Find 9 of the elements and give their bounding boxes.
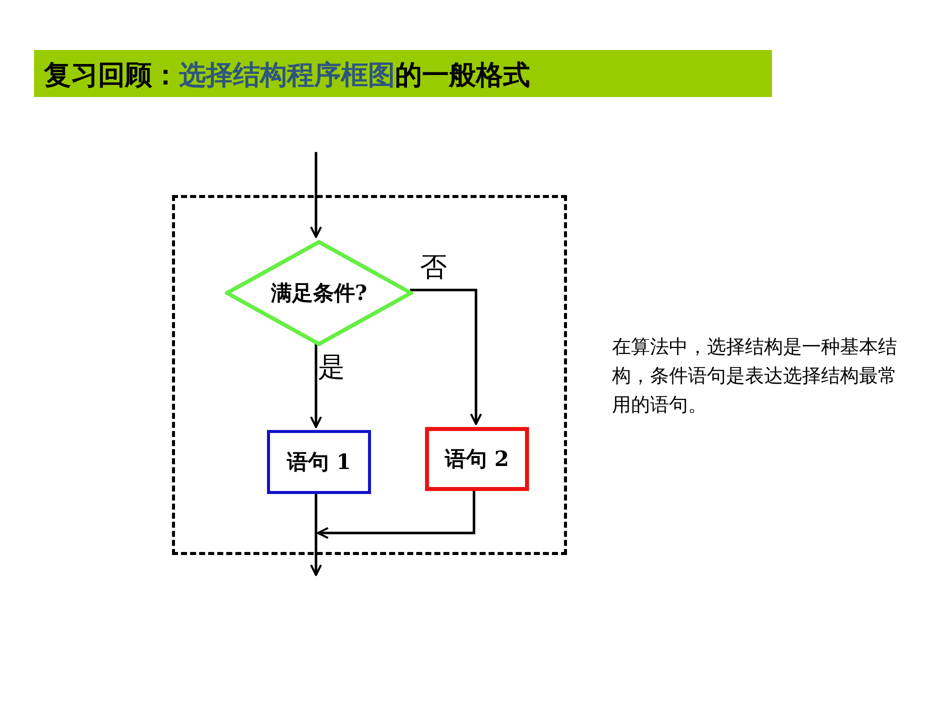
title-banner: 复习回顾：选择结构程序框图的一般格式 (34, 50, 772, 97)
arrow (310, 343, 322, 428)
arrow (310, 152, 322, 238)
note-text: 在算法中，选择结构是一种基本结构，条件语句是表达选择结构最常用的语句。 (612, 335, 898, 418)
decision-diamond: 满足条件? (225, 240, 413, 346)
process-box: 语句 2 (425, 427, 529, 491)
dashed-frame (172, 195, 567, 555)
arrow (410, 288, 482, 425)
process-box: 语句 1 (267, 430, 371, 494)
